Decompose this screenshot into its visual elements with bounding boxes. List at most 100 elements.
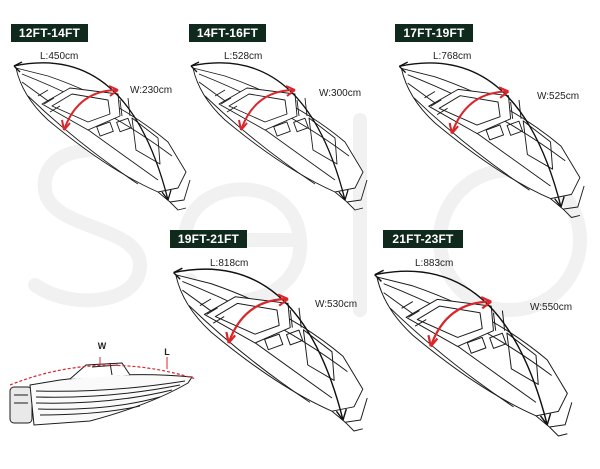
width-arrow xyxy=(227,297,289,344)
width-arrowhead xyxy=(480,296,492,310)
boat-drawing xyxy=(13,61,191,211)
rear-deck xyxy=(308,117,338,165)
size-card-14-16ft: 14FT-16FT L:528cm W:300cm xyxy=(187,0,387,220)
width-label: W:530cm xyxy=(315,299,358,310)
boat-outline xyxy=(13,61,191,211)
console-post xyxy=(119,97,131,117)
hatch-lines xyxy=(214,89,238,113)
boat-drawing xyxy=(398,61,585,218)
hull-line xyxy=(204,95,316,185)
length-arrowhead xyxy=(335,408,347,421)
length-label: L:768cm xyxy=(433,51,472,62)
hull-line xyxy=(27,95,139,185)
side-width-label: W xyxy=(97,341,107,351)
size-badge: 17FT-19FT xyxy=(395,24,473,42)
width-arrowhead xyxy=(498,86,510,99)
windshield xyxy=(416,305,483,338)
width-arrowhead xyxy=(448,122,459,135)
width-arrow xyxy=(63,89,119,131)
boat-outline xyxy=(190,61,368,211)
width-arrowhead xyxy=(238,119,248,131)
windshield xyxy=(228,93,288,123)
seat xyxy=(264,333,284,351)
width-arrowhead xyxy=(108,85,119,97)
width-arrow xyxy=(429,300,492,347)
size-badge: 12FT-14FT xyxy=(11,24,88,42)
length-label: L:883cm xyxy=(415,258,454,269)
width-label: W:230cm xyxy=(130,85,173,96)
seat xyxy=(489,332,507,349)
windshield xyxy=(51,93,111,123)
hull-line xyxy=(198,81,336,181)
rear-deck xyxy=(506,332,539,385)
length-label: L:528cm xyxy=(224,51,263,62)
boat-drawing xyxy=(190,61,368,211)
rear-deck xyxy=(131,117,161,165)
transom xyxy=(334,179,368,203)
boat-outline xyxy=(374,269,573,437)
seat xyxy=(485,124,505,141)
side-length-label: L xyxy=(164,347,170,357)
length-arrow xyxy=(374,270,548,425)
seat xyxy=(286,329,304,346)
transom-step xyxy=(549,426,568,437)
length-arrow xyxy=(173,268,344,421)
length-arrowhead xyxy=(13,61,23,73)
length-arrowhead xyxy=(161,189,172,201)
hull-line xyxy=(383,292,537,403)
width-arrow xyxy=(450,90,509,134)
windshield xyxy=(214,302,280,335)
transom xyxy=(550,185,585,210)
transom-step xyxy=(346,201,364,211)
length-arrow xyxy=(399,62,562,208)
hull-line xyxy=(182,289,333,399)
hull-line xyxy=(390,307,514,408)
side-view-boat xyxy=(9,357,197,426)
width-arrowhead xyxy=(427,334,439,348)
seat xyxy=(96,121,114,137)
hull-line xyxy=(188,305,311,403)
length-arrowhead xyxy=(338,189,349,201)
console-post xyxy=(510,99,522,119)
transom-step xyxy=(344,421,363,432)
transom-step xyxy=(169,201,187,211)
width-arrowhead xyxy=(225,331,237,344)
hatch-lines xyxy=(401,301,427,327)
length-arrow xyxy=(13,62,169,201)
console-post xyxy=(289,307,302,328)
size-card-19-21ft: 19FT-21FT L:818cm W:530cm xyxy=(167,222,368,462)
width-arrow xyxy=(240,89,296,131)
boat-drawing xyxy=(374,269,573,437)
size-card-17-19ft: 17FT-19FT L:768cm W:525cm xyxy=(395,0,595,220)
size-badge: 19FT-21FT xyxy=(170,230,247,248)
side-view-illustration: W L xyxy=(0,335,200,435)
size-badge: 14FT-16FT xyxy=(189,24,266,42)
hull-line xyxy=(21,81,159,181)
length-arrowhead xyxy=(539,413,552,426)
hatch-lines xyxy=(37,89,61,113)
seat xyxy=(273,121,291,137)
console-post xyxy=(296,97,308,117)
console-post xyxy=(492,310,506,331)
hull-line xyxy=(407,82,551,187)
seat xyxy=(466,336,487,354)
length-arrowhead xyxy=(173,267,183,280)
width-arrowhead xyxy=(285,85,296,97)
boat-drawing xyxy=(173,267,368,432)
transom xyxy=(157,179,191,203)
hatch-lines xyxy=(199,298,225,324)
boat-outline xyxy=(173,267,368,432)
length-arrowhead xyxy=(374,269,385,282)
transom xyxy=(331,397,368,423)
windshield xyxy=(438,95,501,126)
hull-line xyxy=(413,97,530,191)
length-label: L:818cm xyxy=(210,258,249,269)
hatch-lines xyxy=(424,91,448,116)
seat xyxy=(293,117,309,133)
seat xyxy=(116,117,132,133)
length-arrow xyxy=(190,62,346,201)
boat-outline xyxy=(398,61,585,218)
width-arrowhead xyxy=(277,293,289,307)
rear-deck xyxy=(302,329,335,381)
